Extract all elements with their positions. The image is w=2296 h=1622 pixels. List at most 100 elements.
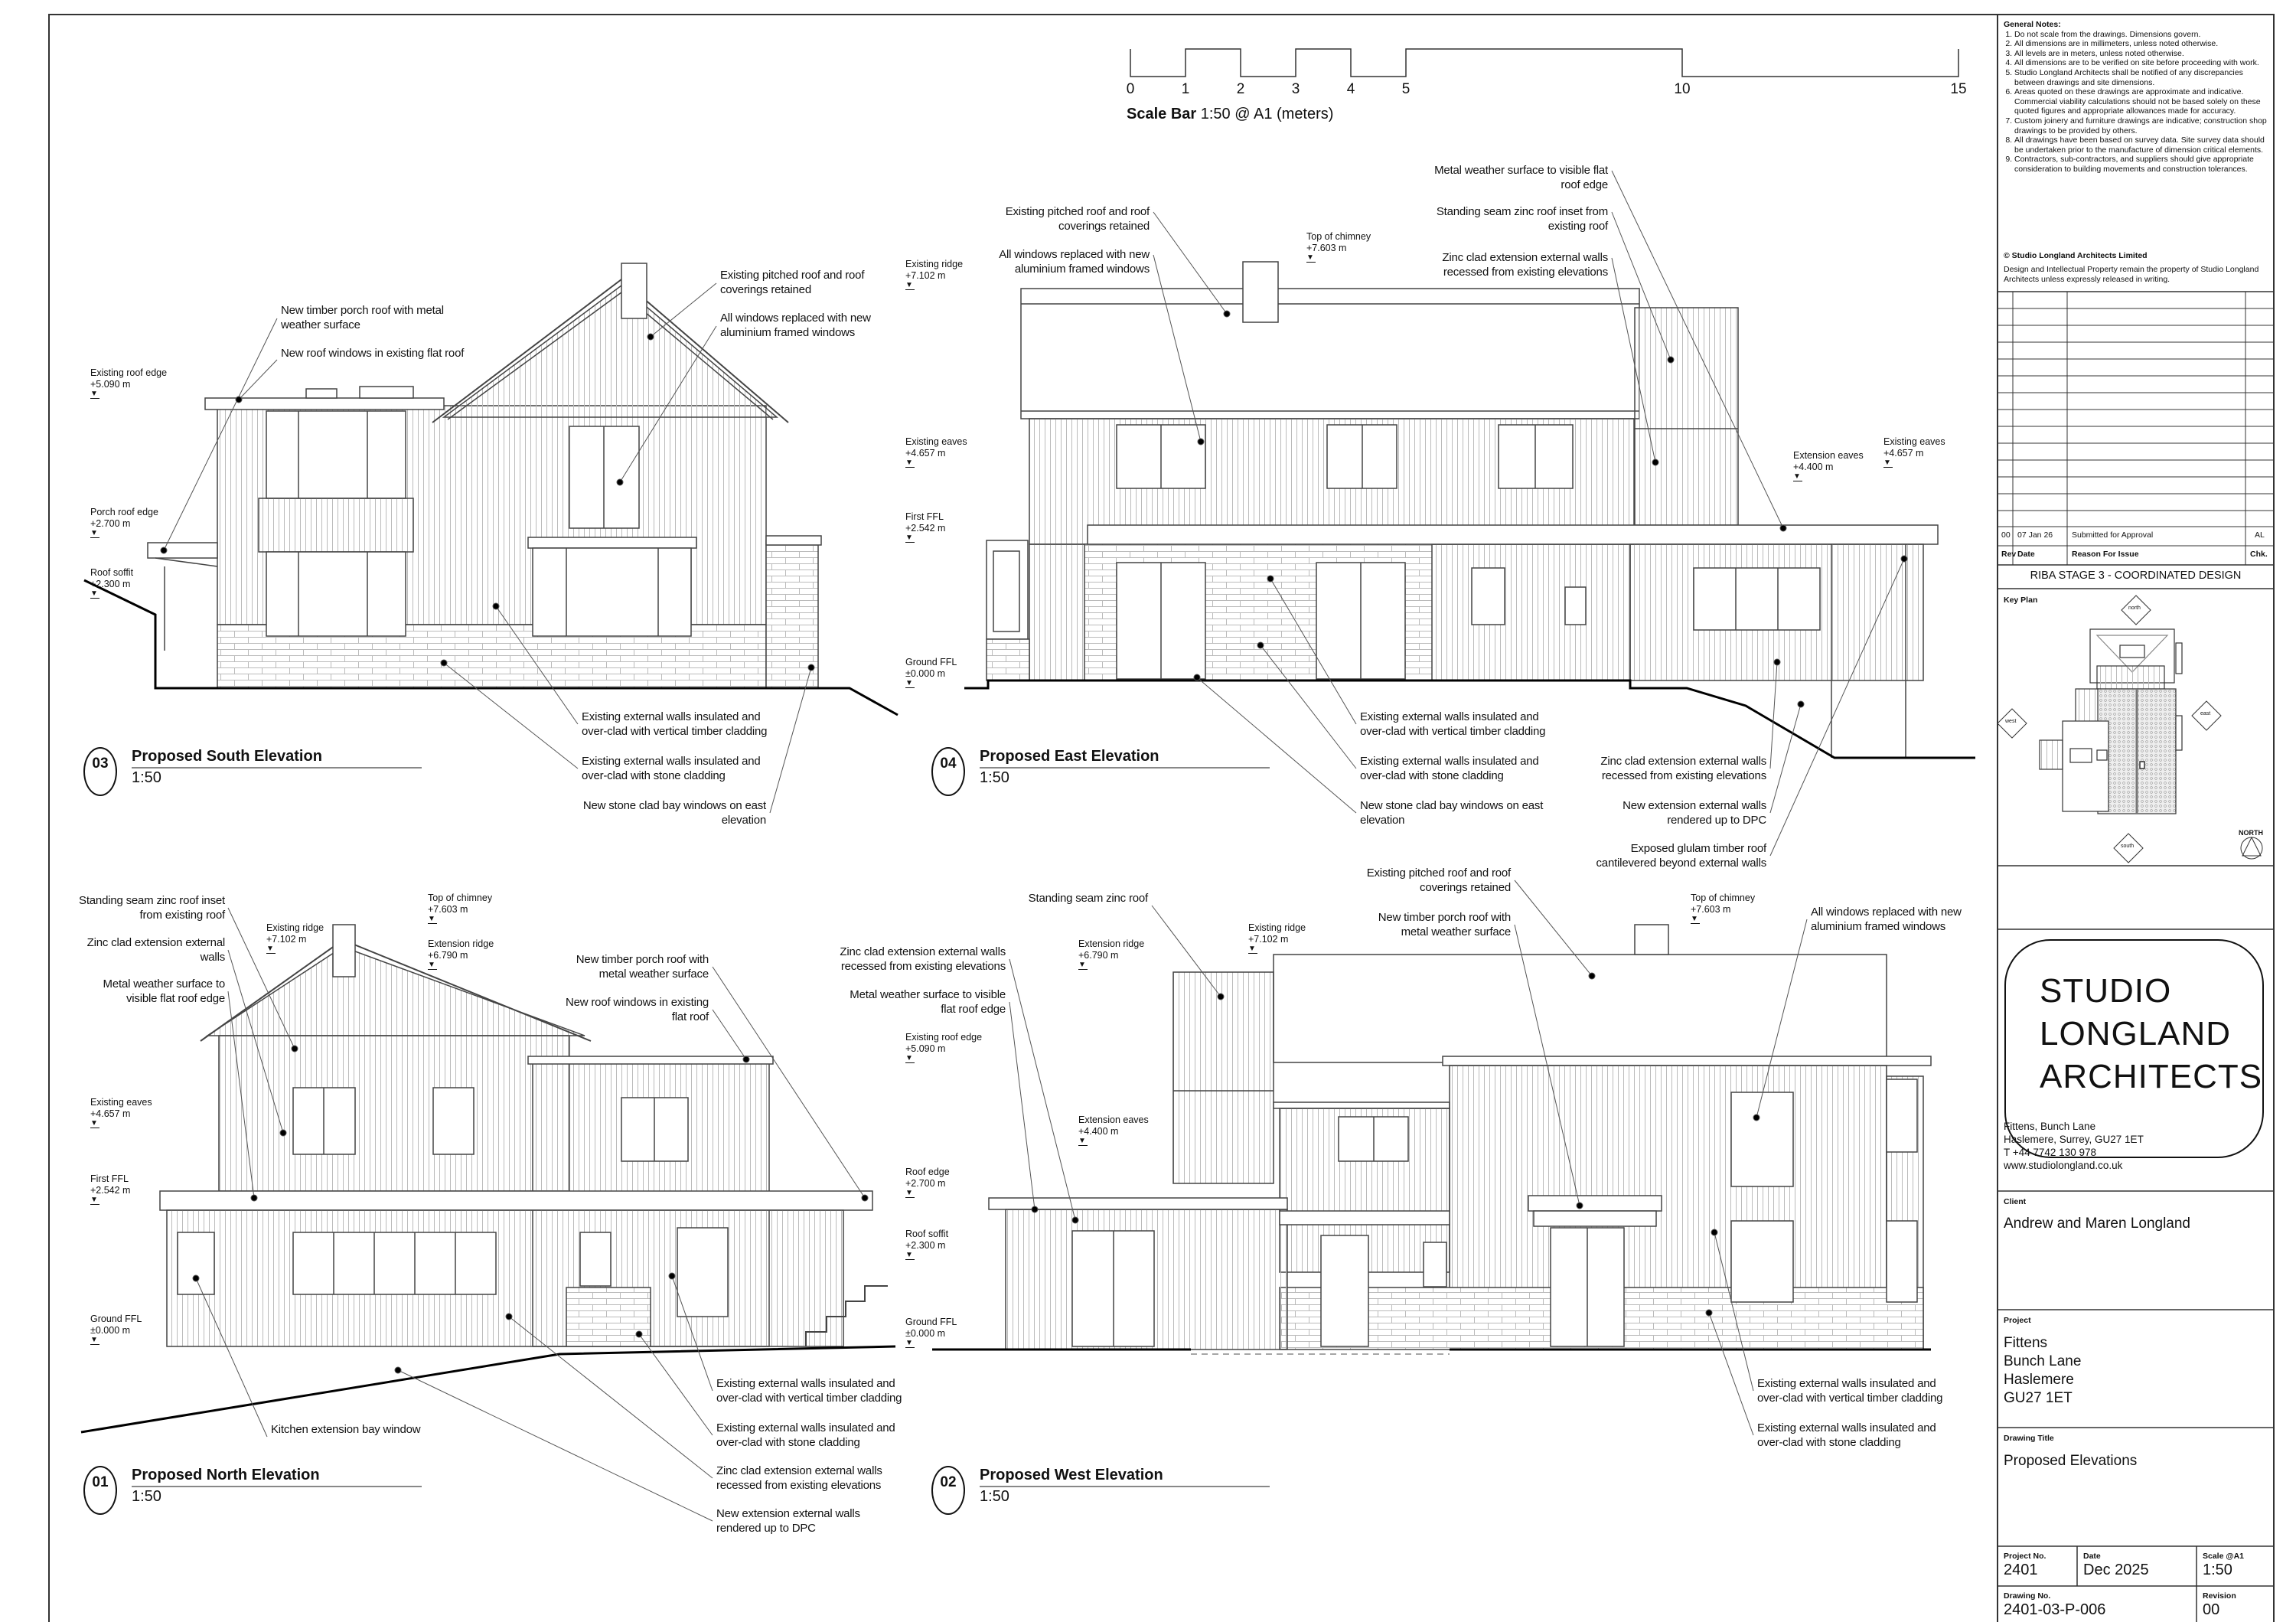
drawing-title: Proposed South Elevation [132,748,322,765]
note-timber-cladding: Existing external walls insulated and ov… [1757,1377,1943,1405]
drawing-number-badge: 01 [83,1466,117,1515]
address-line: Fittens, Bunch Lane [2004,1121,2096,1132]
level-extension-eaves: Extension eaves +4.400 m▼ [1078,1115,1149,1146]
east-marker-icon [2191,700,2222,731]
level-marker-icon: ▼ [90,1336,99,1345]
west-leaders [1009,880,1808,1436]
project-no: 2401 [2004,1562,2038,1578]
level-marker-icon: ▼ [1306,254,1316,263]
note-stone-cladding: Existing external walls insulated and ov… [716,1421,895,1449]
note-roof-windows: New roof windows in existing flat roof [566,996,709,1023]
level-existing-ridge: Existing ridge +7.102 m▼ [266,922,325,954]
level-marker-icon: ▼ [1883,459,1893,468]
north-arrow-label: NORTH [2239,829,2263,837]
note-timber-cladding: Existing external walls insulated and ov… [1360,710,1546,738]
sheet-border [48,14,2275,1622]
copyright-text: Design and Intellectual Property remain … [2004,265,2259,284]
note-porch-roof: New timber porch roof with metal weather… [281,304,444,331]
note-metal-weather-surface: Metal weather surface to visible flat ro… [850,988,1006,1016]
note-timber-cladding: Existing external walls insulated and ov… [716,1377,902,1405]
revision-date: 07 Jan 26 [2017,530,2053,540]
note-zinc-walls-recessed: Zinc clad extension external walls reces… [716,1464,882,1492]
level-existing-roof-edge: Existing roof edge +5.090 m▼ [905,1032,983,1063]
revision-reason: Submitted for Approval [2072,530,2154,540]
level-existing-eaves: Existing eaves +4.657 m▼ [90,1097,152,1128]
client-label: Client [2004,1197,2027,1206]
drawing-number-badge: 03 [83,747,117,796]
level-marker-icon: ▼ [905,1190,915,1198]
revision-header-checked: Chk. [2250,550,2268,559]
level-extension-eaves: Extension eaves +4.400 m▼ [1793,450,1864,481]
drawing-title-value: Proposed Elevations [2004,1453,2138,1469]
level-extension-ridge: Extension ridge +6.790 m▼ [428,938,494,970]
general-note: Areas quoted on these drawings are appro… [2014,87,2268,116]
scale-bar-subtitle: 1:50 @ A1 (meters) [1200,106,1334,122]
note-stone-cladding: Existing external walls insulated and ov… [582,755,761,782]
level-marker-icon: ▼ [1691,915,1700,924]
level-marker-icon: ▼ [905,1055,915,1063]
east-leaders [1153,170,1908,857]
level-marker-icon: ▼ [1078,1137,1088,1146]
project-label: Project [2004,1316,2031,1325]
level-first-ffl: First FFL +2.542 m▼ [905,511,946,543]
general-note: All levels are in meters, unless noted o… [2014,49,2268,59]
note-windows: All windows replaced with new aluminium … [1811,906,1962,933]
address-website[interactable]: www.studiolongland.co.uk [2004,1160,2123,1171]
address-line: Haslemere, Surrey, GU27 1ET [2004,1134,2144,1145]
revision-header-rev: Rev [2001,550,2017,559]
revision-header-reason: Reason For Issue [2072,550,2139,559]
note-stone-cladding: Existing external walls insulated and ov… [1757,1421,1936,1449]
note-bay-windows: New stone clad bay windows on east eleva… [582,799,766,827]
west-elevation-drawing [932,924,1932,1355]
south-marker-icon [2113,833,2144,863]
revision-label: Revision [2203,1591,2236,1601]
scale-tick: 3 [1291,81,1300,97]
scale-tick: 2 [1236,81,1245,97]
title-underlines [132,767,1270,1487]
note-zinc-roof: Standing seam zinc roof inset from exist… [1436,205,1608,233]
level-first-ffl: First FFL +2.542 m▼ [90,1173,131,1205]
note-zinc-walls: Zinc clad extension external walls reces… [1442,251,1608,279]
east-elevation-drawing [964,261,1975,759]
project-line: GU27 1ET [2004,1390,2073,1406]
date-label: Date [2083,1552,2101,1561]
south-leaders [160,282,815,814]
revision-checked: AL [2255,530,2265,540]
revision-header-date: Date [2017,550,2035,559]
west-marker-icon [1997,708,2027,739]
drawing-title: Proposed West Elevation [980,1467,1163,1483]
north-leaders [192,907,869,1522]
level-top-of-chimney: Top of chimney +7.603 m▼ [1691,893,1756,924]
studio-logo: STUDIO LONGLAND ARCHITECTS [2004,939,2264,1158]
level-marker-icon: ▼ [905,534,915,543]
key-plan-south: south [2121,844,2135,849]
address-phone: T +44 7742 130 978 [2004,1147,2096,1158]
scale-tick: 10 [1674,81,1691,97]
level-marker-icon: ▼ [905,1340,915,1348]
south-elevation-drawing [83,263,899,716]
project-address: Fittens Bunch Lane Haslemere GU27 1ET [2004,1334,2081,1408]
level-marker-icon: ▼ [905,680,915,688]
level-marker-icon: ▼ [266,945,276,954]
note-roof-windows: New roof windows in existing flat roof [281,347,465,360]
scale-tick: 5 [1401,81,1411,97]
level-marker-icon: ▼ [90,590,99,599]
general-notes-list: Do not scale from the drawings. Dimensio… [2004,30,2268,175]
level-marker-icon: ▼ [905,459,915,468]
note-zinc-walls-recessed: Zinc clad extension external walls reces… [1600,755,1766,782]
note-porch-roof: New timber porch roof with metal weather… [576,953,709,981]
level-roof-soffit: Roof soffit +2.300 m▼ [905,1229,949,1260]
note-rendered-walls: New extension external walls rendered up… [716,1507,860,1535]
level-roof-edge: Roof edge +2.700 m▼ [905,1167,950,1198]
drawing-title: Proposed North Elevation [132,1467,320,1483]
note-zinc-walls: Zinc clad extension external walls [86,936,226,964]
key-plan-east: east [2200,711,2211,716]
level-ground-ffl: Ground FFL ±0.000 m▼ [905,1317,957,1348]
note-rendered-walls: New extension external walls rendered up… [1623,799,1766,827]
project-line: Fittens [2004,1335,2048,1351]
level-existing-eaves: Existing eaves +4.657 m▼ [905,436,967,468]
note-zinc-roof: Standing seam zinc roof inset from exist… [79,894,225,922]
drawing-title-label: Drawing Title [2004,1434,2054,1443]
level-existing-roof-edge: Existing roof edge +5.090 m▼ [90,367,168,399]
project-line: Haslemere [2004,1372,2074,1388]
